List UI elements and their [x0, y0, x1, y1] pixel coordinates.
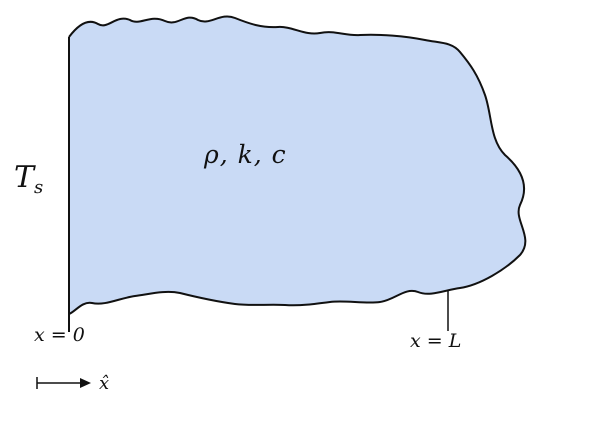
surface-temperature-symbol: T [14, 160, 35, 195]
region-boundary-outline [68, 15, 527, 315]
material-properties-label: ρ, k, c [204, 140, 287, 169]
surface-temperature-label: Ts [14, 160, 43, 198]
x-L-label: x = L [410, 330, 462, 352]
x-axis-arrow-head [80, 378, 91, 388]
material-region [69, 16, 526, 314]
x-zero-label: x = 0 [34, 324, 85, 346]
x-unit-vector-label: x̂ [99, 373, 110, 394]
surface-temperature-subscript: s [34, 177, 44, 198]
